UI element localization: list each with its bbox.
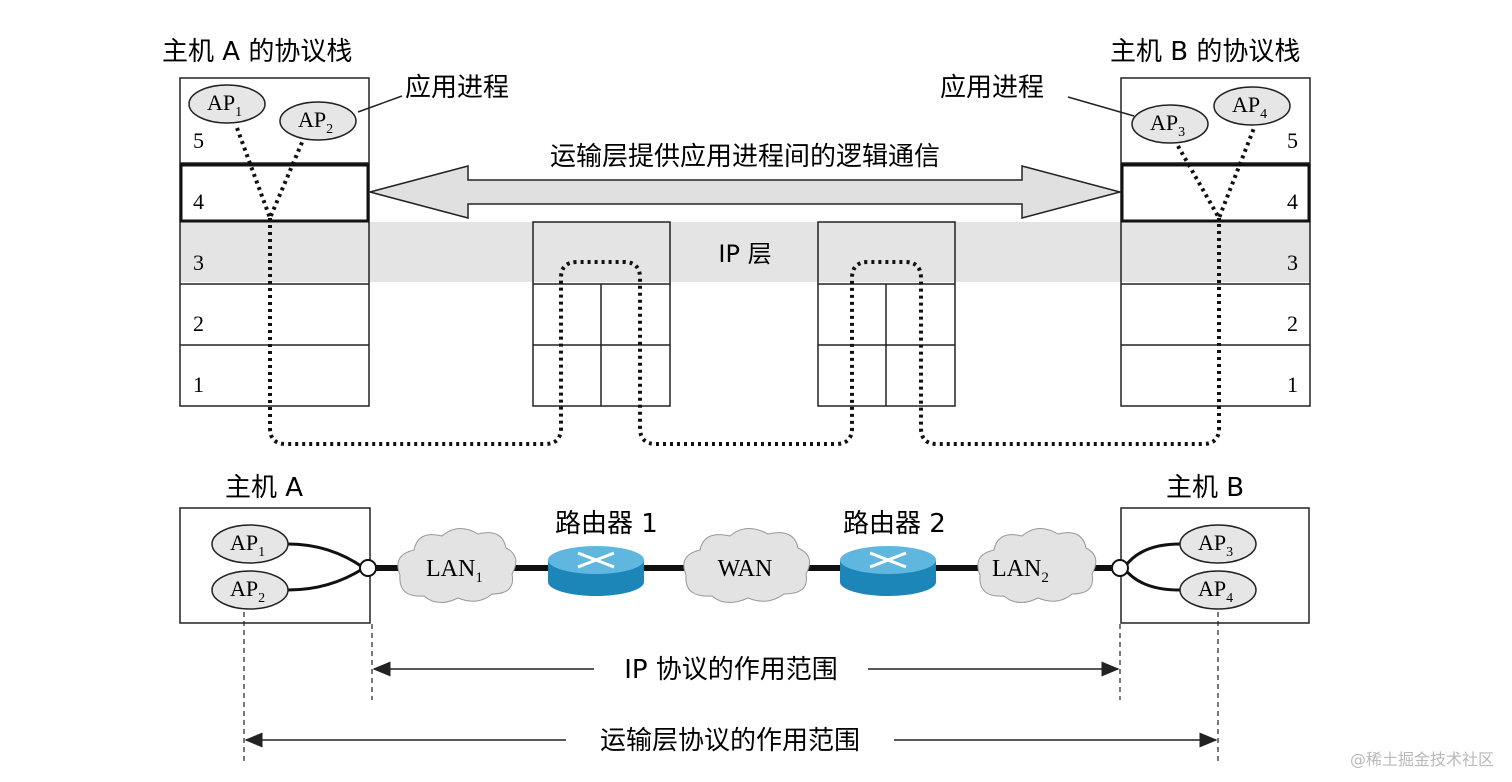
router2-label: 路由器 2 — [843, 509, 946, 539]
net-ap1-label: AP — [230, 530, 258, 555]
router1-icon — [548, 546, 644, 596]
hostB-link-ap3 — [1122, 542, 1181, 569]
stack-ap3-label: AP — [1150, 110, 1178, 135]
net-ap3-node: AP3 — [1179, 524, 1257, 564]
lan1-label: LAN — [426, 556, 475, 582]
hostB-link-ap4 — [1122, 567, 1181, 592]
hostA-layer1-num: 1 — [193, 372, 204, 397]
lan2-label: LAN — [992, 556, 1041, 582]
hostA-link-ap2 — [287, 566, 365, 592]
transport-logical-arrow — [367, 165, 1123, 219]
stack-ap2-node: AP2 — [279, 101, 357, 141]
hostA-link-ap1 — [287, 542, 365, 570]
hostB-layer4-box — [1120, 163, 1311, 223]
stack-ap1-sub: 1 — [235, 105, 242, 120]
net-ap2-label: AP — [230, 576, 258, 601]
stack-ap1-node: AP1 — [188, 84, 266, 124]
transport-scope-label: 运输层协议的作用范围 — [600, 726, 860, 756]
watermark: @稀土掘金技术社区 — [1349, 750, 1494, 769]
stack-ap3-sub: 3 — [1178, 125, 1185, 140]
data-flow-path — [235, 127, 1256, 446]
router2-icon — [840, 546, 936, 596]
hostB-layer1-num: 1 — [1287, 372, 1298, 397]
svg-text:AP3: AP3 — [1198, 530, 1233, 560]
svg-text:LAN2: LAN2 — [992, 556, 1049, 586]
hostB-stack-title: 主机 B 的协议栈 — [1110, 37, 1300, 67]
app-process-leader-right — [1067, 96, 1135, 117]
hostA-net-label: 主机 A — [225, 473, 303, 503]
hostA-layer2-num: 2 — [193, 311, 204, 336]
hostA-layer4-num: 4 — [193, 189, 204, 214]
stack-ap2-sub: 2 — [326, 122, 333, 137]
lan2-cloud-icon — [977, 528, 1097, 603]
lan1-sub: 1 — [475, 570, 483, 586]
net-ap2-sub: 2 — [258, 591, 265, 606]
net-ap3-label: AP — [1198, 530, 1226, 555]
net-ap4-sub: 4 — [1226, 591, 1233, 606]
hostA-port — [359, 559, 377, 577]
hostB-net-label: 主机 B — [1166, 473, 1244, 503]
router1-stack — [532, 221, 671, 407]
hostB-layer5-num: 5 — [1287, 128, 1298, 153]
hostA-layer4-box — [179, 163, 370, 223]
stack-ap3-node: AP3 — [1131, 104, 1209, 144]
app-process-label-left: 应用进程 — [405, 73, 509, 103]
hostA-net-box — [179, 507, 371, 624]
net-ap1-node: AP1 — [211, 524, 289, 564]
ip-layer-label: IP 层 — [718, 240, 771, 268]
svg-text:AP2: AP2 — [230, 576, 265, 606]
app-process-leader-left — [357, 95, 403, 113]
svg-text:LAN1: LAN1 — [426, 556, 483, 586]
hostA-layer3-num: 3 — [193, 250, 204, 275]
hostA-layer5-num: 5 — [193, 128, 204, 153]
svg-text:AP4: AP4 — [1232, 92, 1267, 122]
net-ap4-node: AP4 — [1179, 570, 1257, 610]
stack-ap1-label: AP — [207, 90, 235, 115]
svg-text:AP2: AP2 — [298, 107, 333, 137]
hostA-stack-title: 主机 A 的协议栈 — [162, 37, 352, 67]
lan1-cloud-icon — [397, 528, 517, 603]
wan-label: WAN — [718, 556, 773, 582]
net-ap3-sub: 3 — [1226, 545, 1233, 560]
wan-cloud-icon — [683, 528, 811, 603]
scope-guides — [243, 612, 1219, 765]
stack-ap4-node: AP4 — [1213, 86, 1291, 126]
stack-ap4-sub: 4 — [1260, 107, 1267, 122]
hostB-layer2-num: 2 — [1287, 311, 1298, 336]
app-process-label-right: 应用进程 — [940, 73, 1044, 103]
hostB-port — [1111, 559, 1129, 577]
svg-text:AP1: AP1 — [230, 530, 265, 560]
hostB-layer3-num: 3 — [1287, 250, 1298, 275]
net-ap1-sub: 1 — [258, 545, 265, 560]
lan2-sub: 2 — [1041, 570, 1049, 586]
svg-text:AP1: AP1 — [207, 90, 242, 120]
svg-text:AP3: AP3 — [1150, 110, 1185, 140]
stack-ap4-label: AP — [1232, 92, 1260, 117]
svg-text:AP4: AP4 — [1198, 576, 1233, 606]
ip-scope-label: IP 协议的作用范围 — [624, 655, 838, 685]
hostB-stack — [1120, 77, 1311, 407]
hostB-layer4-num: 4 — [1287, 189, 1298, 214]
router1-label: 路由器 1 — [555, 509, 658, 539]
net-ap4-label: AP — [1198, 576, 1226, 601]
hostA-stack — [179, 77, 370, 407]
stack-ap2-label: AP — [298, 107, 326, 132]
net-ap2-node: AP2 — [211, 570, 289, 610]
router2-stack — [817, 221, 956, 407]
transport-logical-comm-label: 运输层提供应用进程间的逻辑通信 — [550, 142, 940, 172]
